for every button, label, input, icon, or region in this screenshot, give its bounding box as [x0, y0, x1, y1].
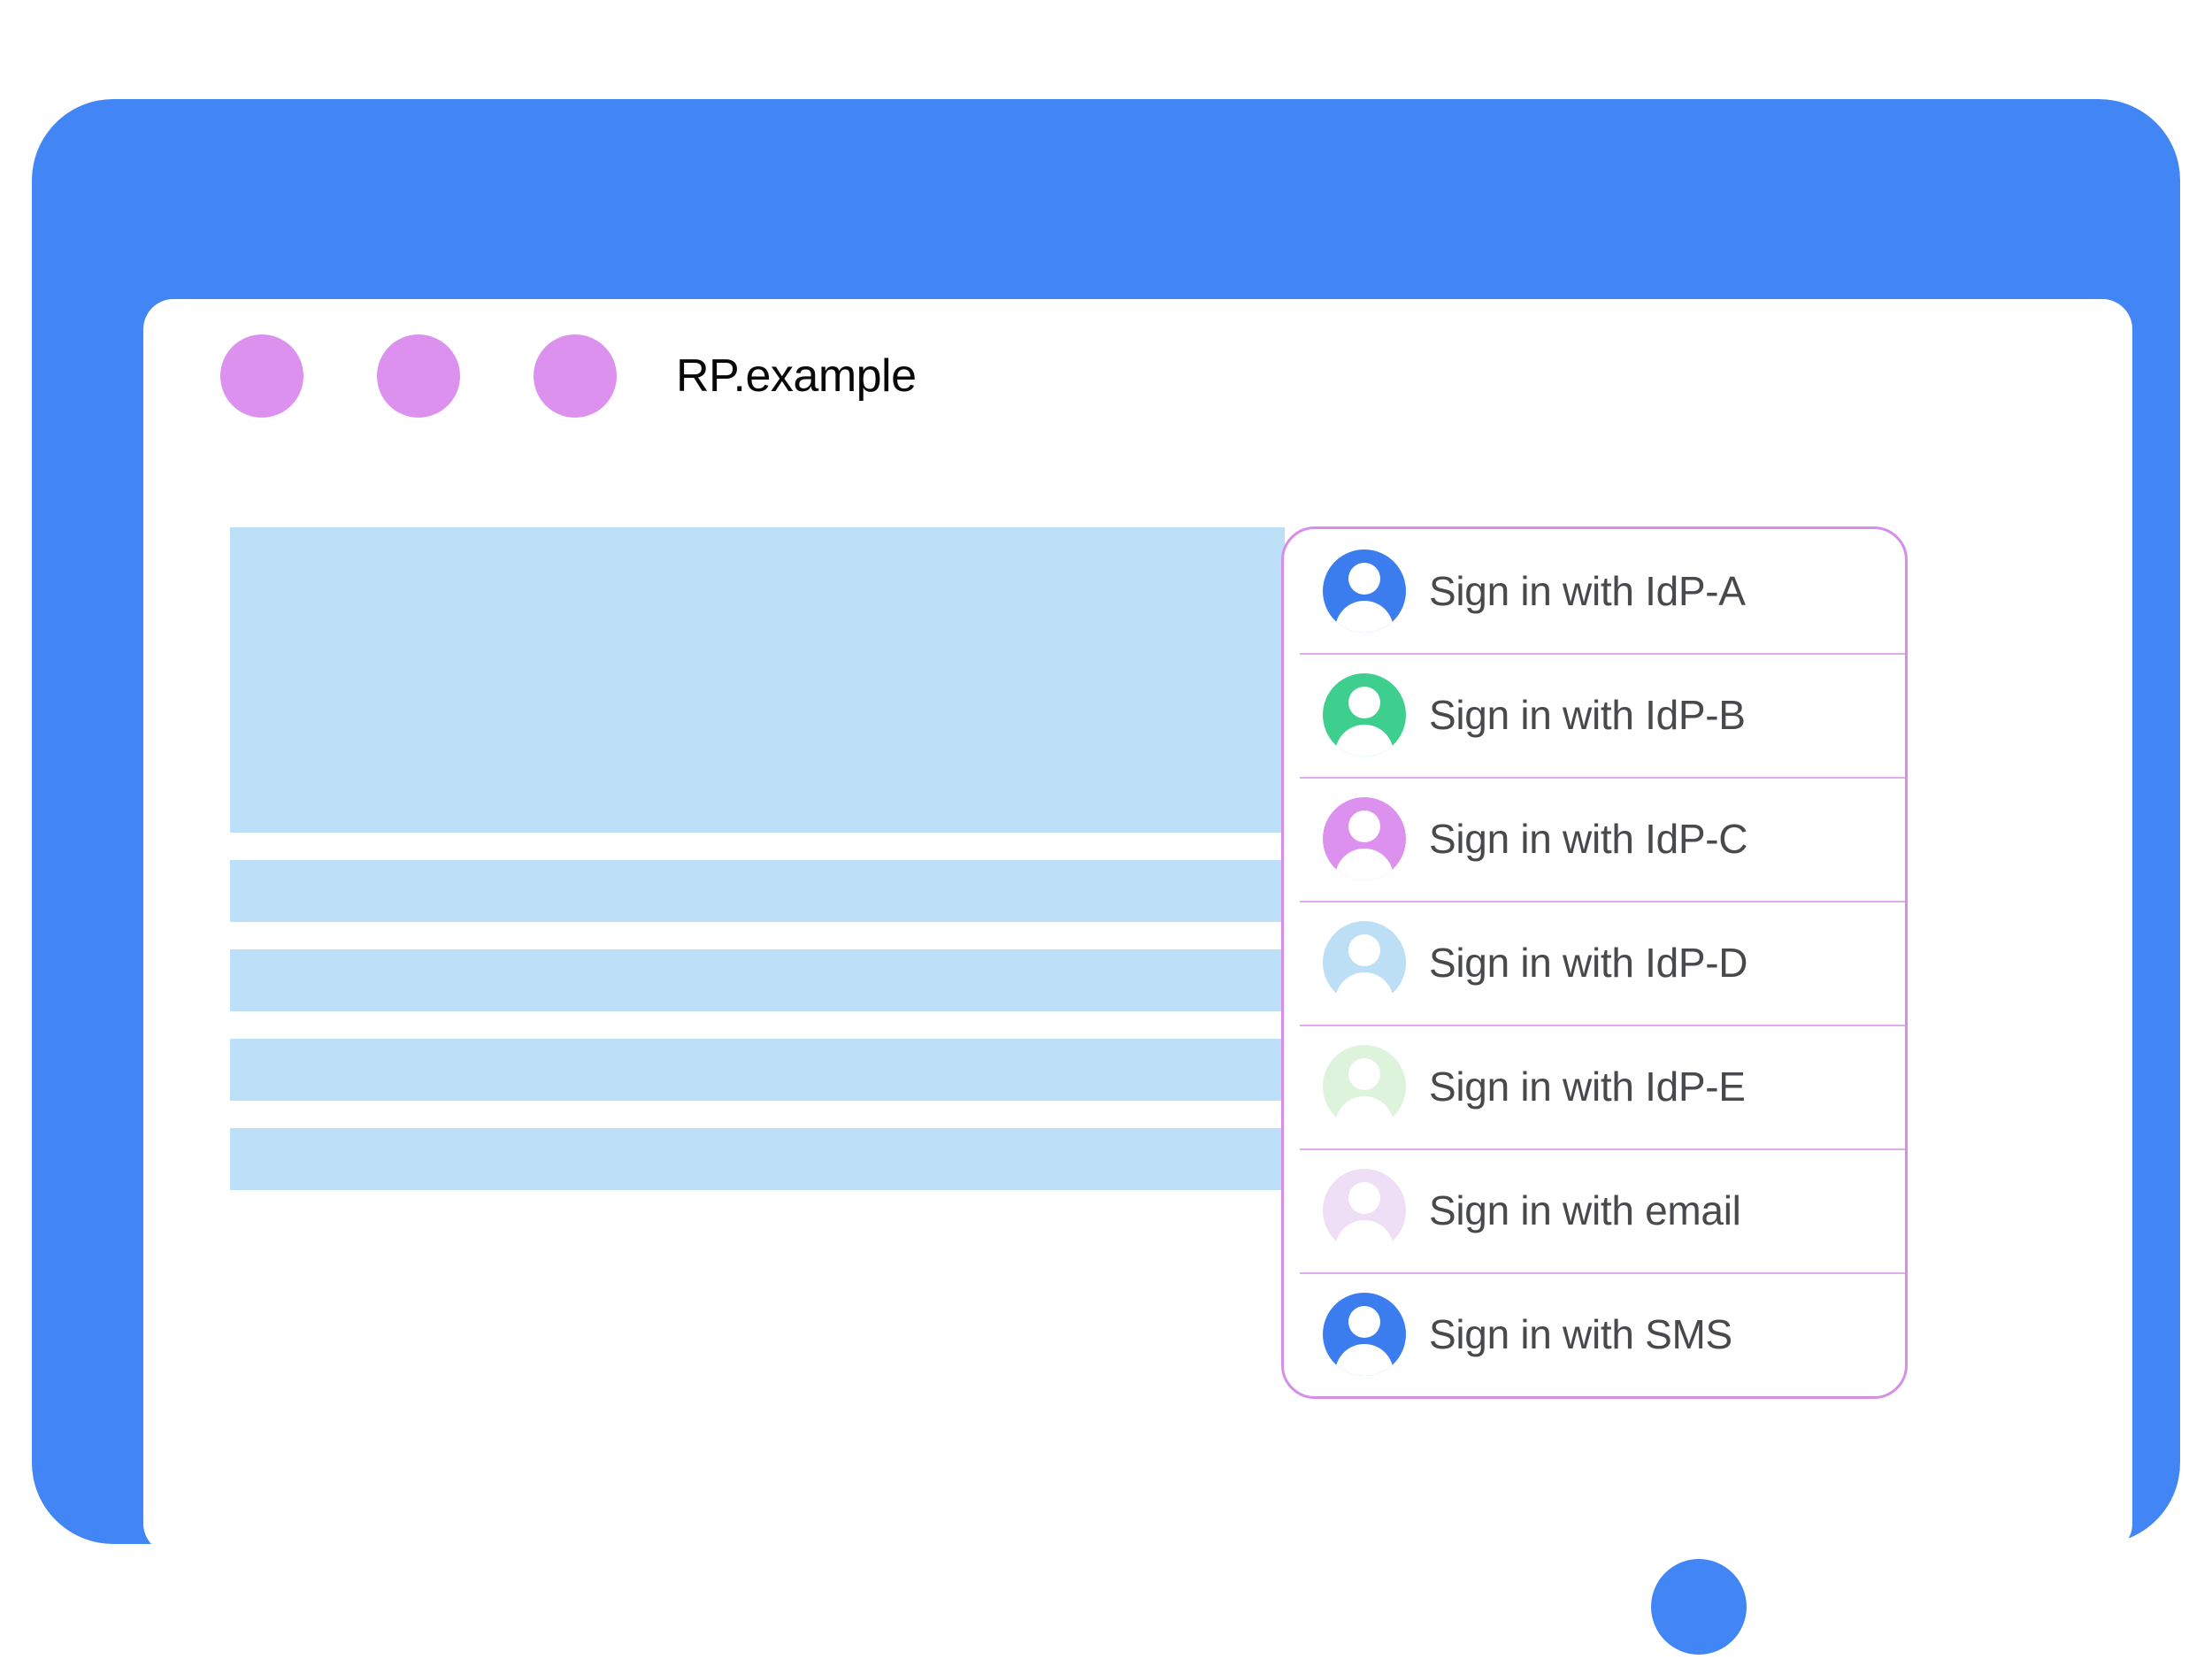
avatar-body [1335, 601, 1394, 633]
placeholder-hero [230, 527, 1285, 833]
account-row-label: Sign in with email [1429, 1187, 1741, 1233]
avatar-body [1335, 725, 1394, 757]
account-row-label: Sign in with IdP-C [1429, 816, 1748, 862]
account-row-label: Sign in with SMS [1429, 1311, 1732, 1357]
avatar-body [1335, 1096, 1394, 1128]
avatar-head [1348, 934, 1380, 966]
placeholder-bar-2 [230, 949, 1285, 1011]
avatar-head [1348, 1182, 1380, 1214]
title-bar: RP.example [143, 299, 2132, 454]
person-avatar-icon [1323, 1045, 1406, 1128]
account-row[interactable]: Sign in with IdP-A [1284, 529, 1905, 653]
placeholder-bar-4 [230, 1128, 1285, 1190]
placeholder-bar-1 [230, 860, 1285, 922]
person-avatar-icon [1323, 1169, 1406, 1252]
account-row-label: Sign in with IdP-A [1429, 568, 1746, 614]
avatar-head [1348, 1306, 1380, 1338]
account-row[interactable]: Sign in with IdP-E [1284, 1025, 1905, 1148]
avatar-head [1348, 563, 1380, 595]
account-row[interactable]: Sign in with IdP-C [1284, 777, 1905, 901]
avatar-body [1335, 1220, 1394, 1252]
window-dot-3[interactable] [534, 334, 617, 418]
account-row-label: Sign in with IdP-E [1429, 1064, 1746, 1110]
person-avatar-icon [1323, 921, 1406, 1004]
account-row[interactable]: Sign in with IdP-B [1284, 653, 1905, 777]
avatar-head [1348, 687, 1380, 718]
account-row[interactable]: Sign in with IdP-D [1284, 901, 1905, 1025]
avatar-head [1348, 1058, 1380, 1090]
page-title: RP.example [676, 350, 917, 402]
avatar-head [1348, 810, 1380, 842]
home-button[interactable] [1651, 1559, 1747, 1655]
person-avatar-icon [1323, 797, 1406, 880]
person-avatar-icon [1323, 1293, 1406, 1376]
person-avatar-icon [1323, 673, 1406, 757]
window-dot-1[interactable] [220, 334, 303, 418]
avatar-body [1335, 1344, 1394, 1376]
account-row-label: Sign in with IdP-D [1429, 940, 1748, 986]
placeholder-bar-3 [230, 1039, 1285, 1101]
account-row-label: Sign in with IdP-B [1429, 692, 1746, 738]
avatar-body [1335, 849, 1394, 880]
window-dot-2[interactable] [377, 334, 460, 418]
person-avatar-icon [1323, 549, 1406, 633]
account-chooser-card: Sign in with IdP-A Sign in with IdP-B Sign… [1281, 526, 1908, 1399]
account-row[interactable]: Sign in with email [1284, 1148, 1905, 1272]
avatar-body [1335, 972, 1394, 1004]
content-placeholders [230, 527, 1285, 1217]
account-row[interactable]: Sign in with SMS [1284, 1272, 1905, 1396]
